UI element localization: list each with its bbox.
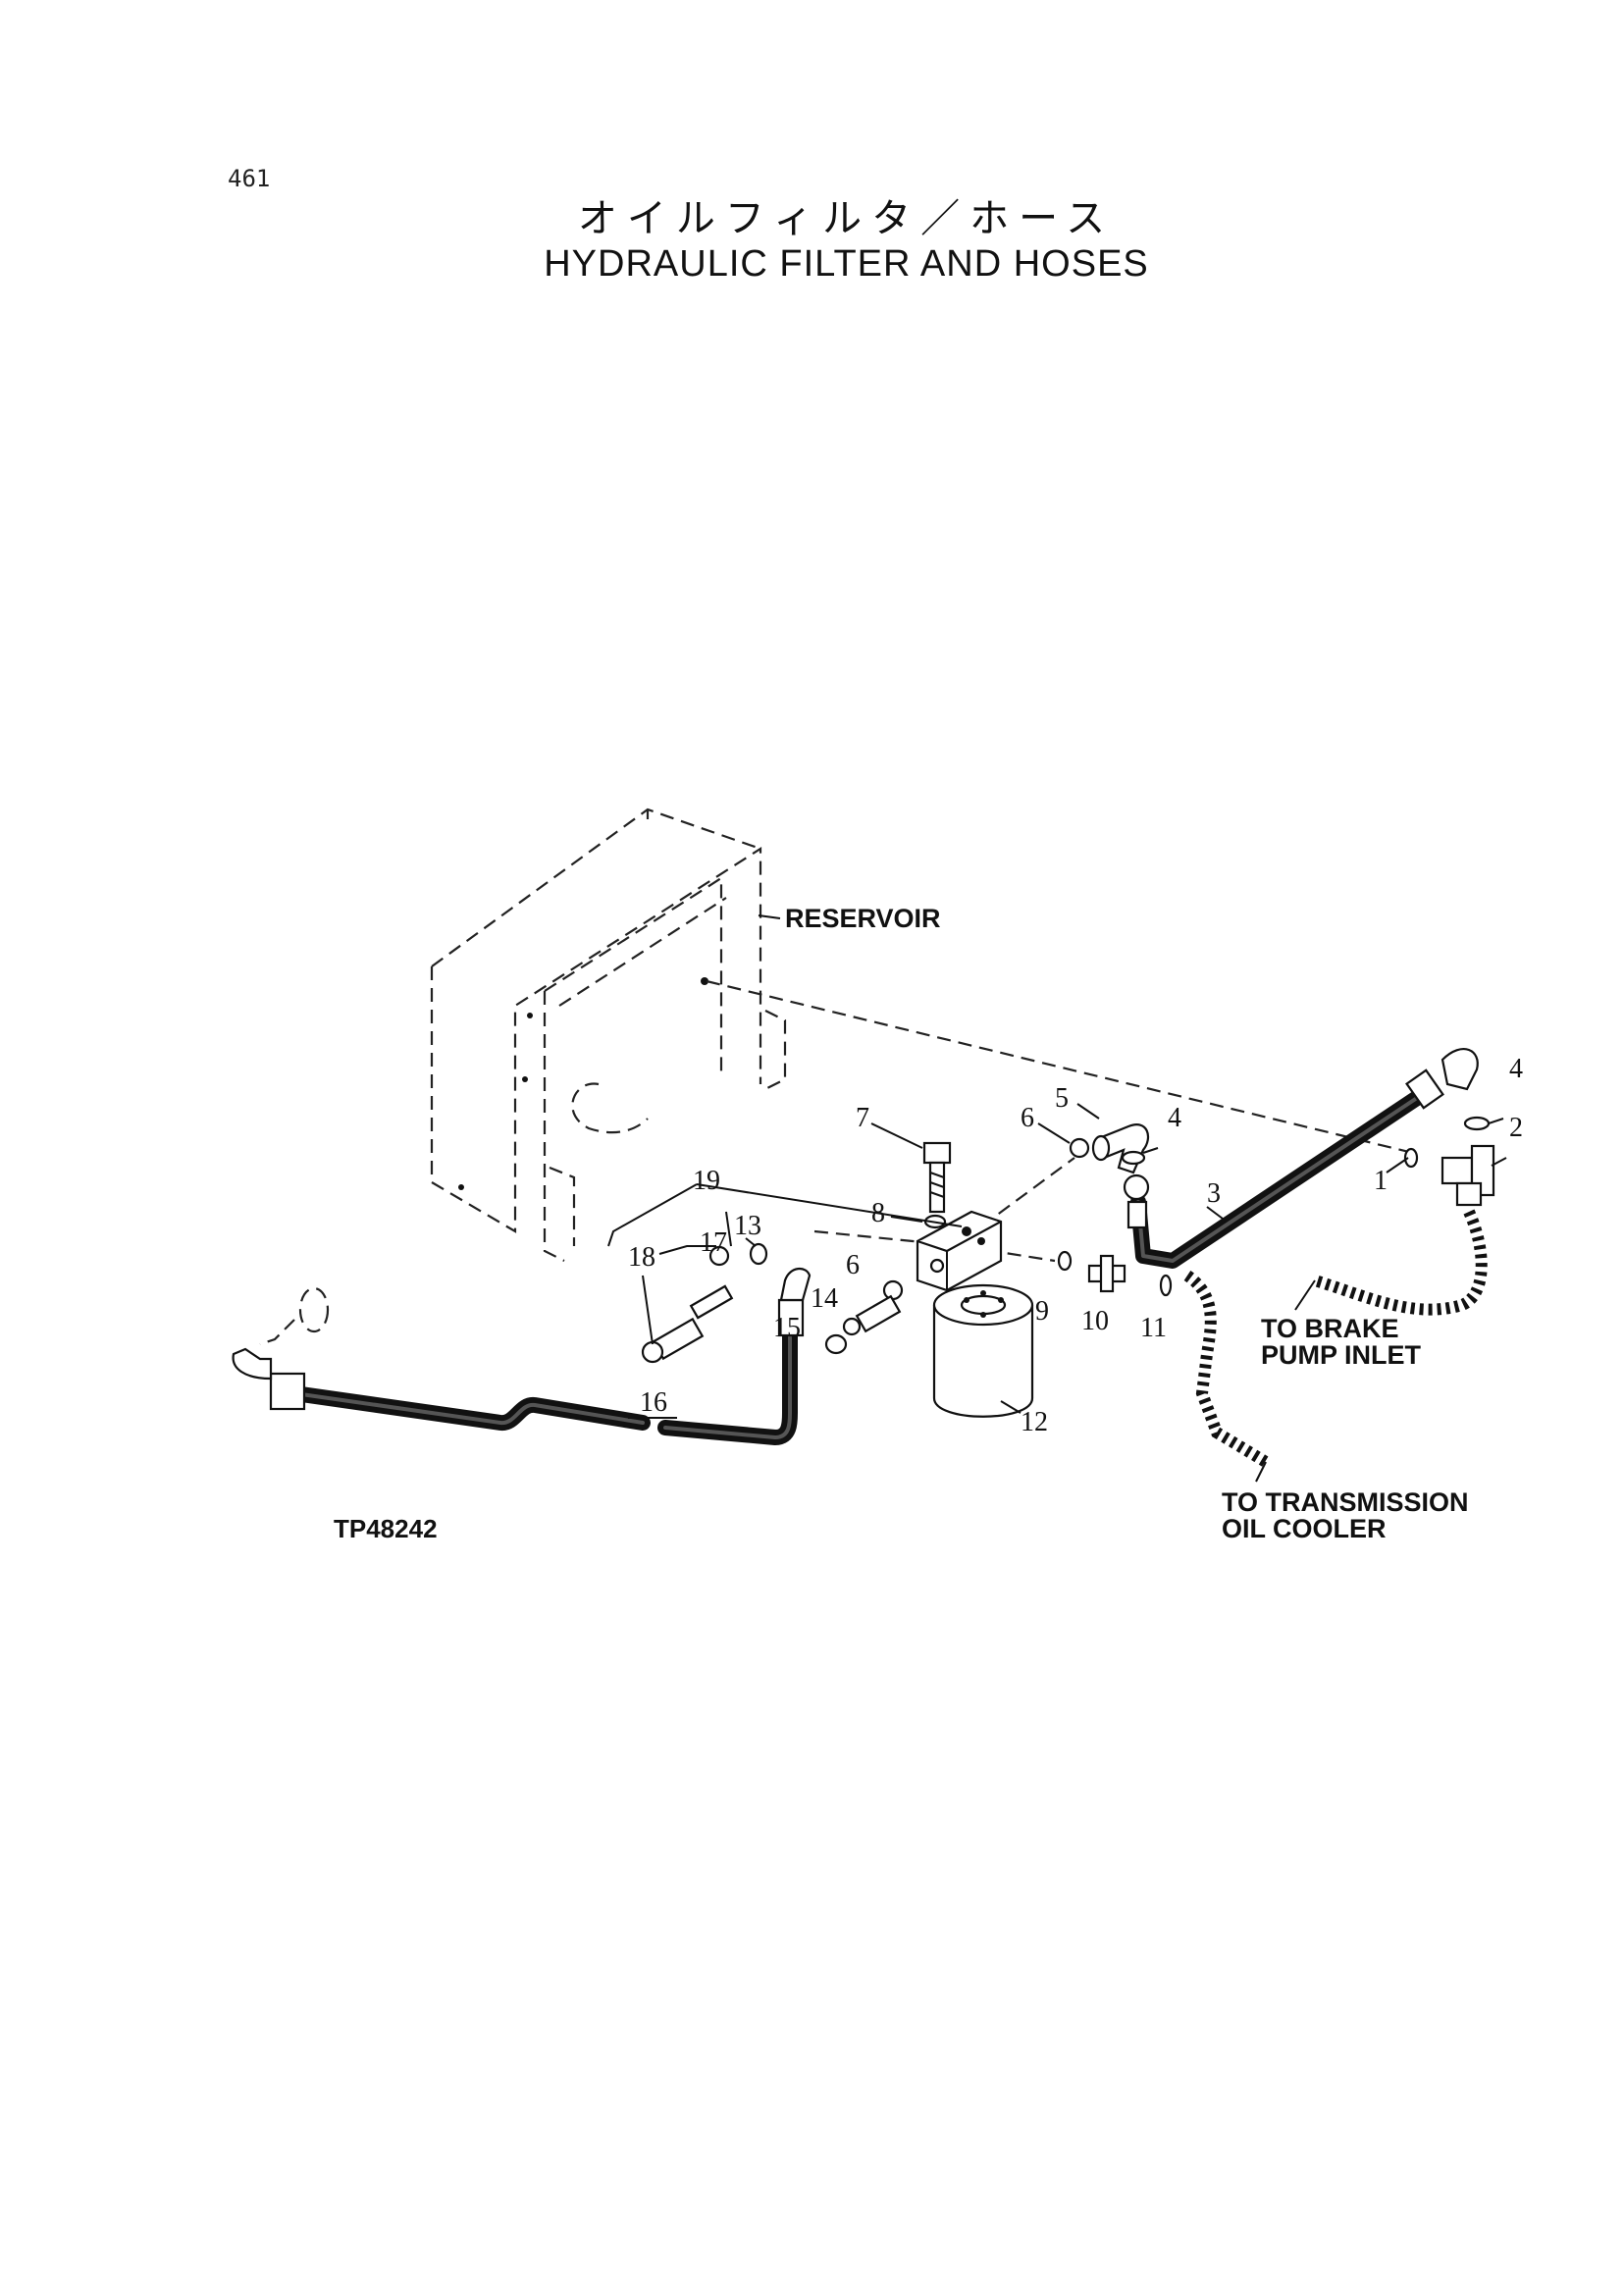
callout-11: 11 bbox=[1140, 1313, 1167, 1343]
label-transmission-line2: OIL COOLER bbox=[1222, 1514, 1387, 1543]
label-brake-line2: PUMP INLET bbox=[1261, 1340, 1422, 1370]
label-reservoir: RESERVOIR bbox=[785, 904, 941, 933]
callout-18: 18 bbox=[628, 1242, 655, 1273]
label-transmission-line1: TO TRANSMISSION bbox=[1222, 1487, 1469, 1517]
callout-8: 8 bbox=[871, 1198, 885, 1228]
part-18-switch bbox=[641, 1284, 734, 1364]
part-6-oring-lower bbox=[882, 1279, 904, 1301]
callout-14: 14 bbox=[811, 1283, 838, 1314]
callout-5: 5 bbox=[1055, 1083, 1069, 1114]
callout-15: 15 bbox=[773, 1313, 801, 1343]
callout-19: 19 bbox=[693, 1166, 720, 1196]
filter-head-dashed bbox=[980, 1157, 1075, 1227]
callout-16: 16 bbox=[640, 1387, 667, 1418]
figure-id: TP48242 bbox=[334, 1514, 438, 1543]
part-10-adapter bbox=[1087, 1254, 1126, 1293]
part-9-oring bbox=[1057, 1250, 1073, 1272]
part-11-oring bbox=[1159, 1274, 1173, 1297]
brake-pump-inlet-line bbox=[1313, 1209, 1488, 1316]
label-brake-line1: TO BRAKE bbox=[1261, 1314, 1399, 1343]
hose-3 bbox=[1123, 1048, 1479, 1269]
part-14-adapter bbox=[842, 1294, 902, 1336]
callout-6-upper: 6 bbox=[1021, 1103, 1034, 1133]
part-17-oring bbox=[708, 1245, 730, 1267]
transmission-cooler-line bbox=[1183, 1271, 1270, 1468]
part-5-elbow bbox=[1091, 1123, 1150, 1174]
callout-3: 3 bbox=[1207, 1178, 1221, 1209]
callout-1: 1 bbox=[1374, 1166, 1388, 1196]
page-title-english: HYDRAULIC FILTER AND HOSES bbox=[544, 243, 1149, 285]
callout-17: 17 bbox=[700, 1227, 727, 1258]
fitting-routing-dashed bbox=[813, 1229, 1056, 1263]
part-12-filter bbox=[932, 1283, 1034, 1418]
callout-10: 10 bbox=[1081, 1306, 1109, 1336]
part-7-bolt bbox=[922, 1141, 952, 1214]
page-title-japanese: オイルフィルタ／ホース bbox=[577, 196, 1116, 241]
remote-fitting-dashed bbox=[259, 1286, 330, 1346]
callout-4-left: 4 bbox=[1168, 1103, 1181, 1133]
hose-16 bbox=[232, 1268, 812, 1445]
callout-13: 13 bbox=[734, 1211, 761, 1241]
part-1-oring bbox=[1403, 1147, 1419, 1169]
filter-head bbox=[916, 1210, 1003, 1292]
part-4-oring-right bbox=[1463, 1116, 1491, 1131]
reservoir-outline bbox=[430, 808, 787, 1262]
return-line-dashed bbox=[706, 979, 1414, 1155]
callout-9: 9 bbox=[1035, 1296, 1049, 1327]
callout-7: 7 bbox=[856, 1103, 869, 1133]
part-13-oring bbox=[749, 1242, 768, 1266]
part-4-oring-left bbox=[1121, 1150, 1146, 1166]
callout-12: 12 bbox=[1021, 1407, 1048, 1437]
callout-2: 2 bbox=[1509, 1113, 1523, 1143]
page-number: 461 bbox=[228, 165, 271, 192]
part-15-oring bbox=[824, 1333, 848, 1355]
part-2-tee bbox=[1441, 1144, 1495, 1207]
part-6-oring-upper bbox=[1069, 1137, 1090, 1159]
leader-lines bbox=[607, 914, 1507, 1419]
callout-4-right: 4 bbox=[1509, 1054, 1523, 1084]
callout-6-lower: 6 bbox=[846, 1250, 860, 1280]
